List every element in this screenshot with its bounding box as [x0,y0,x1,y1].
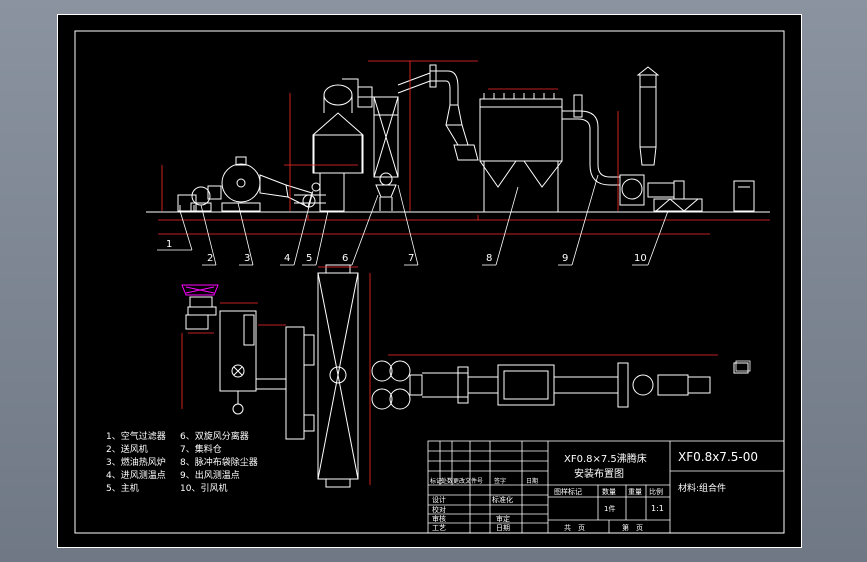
label-scale: 比例 [649,487,663,496]
title-line1: XF0.8×7.5沸腾床 [564,452,647,465]
legend-item-2: 2、送风机 [106,443,148,455]
label-approve: 审定 [496,514,510,523]
row-review: 审核 [432,514,446,523]
legend-item-3: 3、燃油热风炉 [106,456,166,468]
col-change-doc: 更改文件号 [453,477,483,485]
legend-item-1: 1、空气过滤器 [106,430,166,442]
main-unit-elev [311,78,374,212]
callout-6: 6 [342,253,348,264]
detail-marker [735,360,751,372]
row-process: 工艺 [432,524,446,532]
heater-plan [219,310,257,392]
chimney-elev [636,66,660,166]
callout-labels: 1 2 3 4 5 6 7 8 9 10 [166,239,647,264]
title-block-text: XF0.8×7.5沸腾床 安装布置图 XF0.8x7.5-00 材料:组合件 标… [430,450,758,532]
callout-5: 5 [306,253,312,264]
plan-dimensions [181,266,718,485]
elev-dimensions [158,60,770,235]
control-cabinet [733,180,755,212]
legend-item-5: 5、主机 [106,482,139,494]
material: 材料:组合件 [678,482,726,494]
quantity-value: 1件 [604,504,615,513]
label-standardization: 标准化 [492,495,513,504]
cyclone-plan [317,264,359,488]
col-mark: 标记 [430,477,442,485]
drawing-sheet: 1 2 3 4 5 6 7 8 9 10 [57,14,802,548]
callouts [157,174,669,266]
heater-elev [221,156,316,212]
legend-item-6: 6、双旋风分离器 [180,430,249,442]
scale-value: 1:1 [651,504,664,513]
bag-filter-elev [479,93,563,212]
legend-item-8: 8、脉冲布袋除尘器 [180,456,258,468]
bag-filter-plan [497,364,555,406]
drawing-number: XF0.8x7.5-00 [678,450,758,464]
callout-9: 9 [562,253,568,264]
legend-item-9: 9、出风测温点 [180,469,240,481]
main-unit-plan [285,326,305,440]
label-date: 日期 [496,524,510,532]
legend-item-7: 7、集料仓 [180,443,222,455]
col-count: 处数 [441,477,453,485]
row-design: 设计 [432,495,446,504]
callout-1: 1 [166,239,172,250]
label-stage: 图样标记 [554,487,582,496]
air-filter-plan [181,284,219,296]
label-weight: 重量 [628,488,642,496]
title-block [427,440,785,534]
callout-10: 10 [634,253,647,264]
legend: 1、空气过滤器 2、送风机 3、燃油热风炉 4、进风测温点 5、主机 6、双旋风… [106,430,258,494]
plan-view [181,264,749,488]
cad-drawing: 1 2 3 4 5 6 7 8 9 10 [74,30,785,534]
induced-fan-elev [619,174,703,212]
label-qty: 数量 [602,487,616,496]
sheet-number: 第 页 [622,523,643,532]
cyclone-elev [373,96,399,211]
col-sign: 签字 [494,477,506,485]
sheets-total: 共 页 [564,523,585,532]
legend-item-10: 10、引风机 [180,482,227,494]
callout-2: 2 [207,253,213,264]
legend-item-4: 4、进风测温点 [106,470,166,481]
elevation-view [146,64,770,213]
callout-3: 3 [244,253,250,264]
col-date: 日期 [526,477,538,485]
callout-7: 7 [408,253,414,264]
induced-fan-plan [617,362,629,408]
row-check: 校对 [432,505,446,514]
callout-4: 4 [284,253,290,264]
callout-8: 8 [486,253,492,264]
title-line2: 安装布置图 [574,467,624,480]
